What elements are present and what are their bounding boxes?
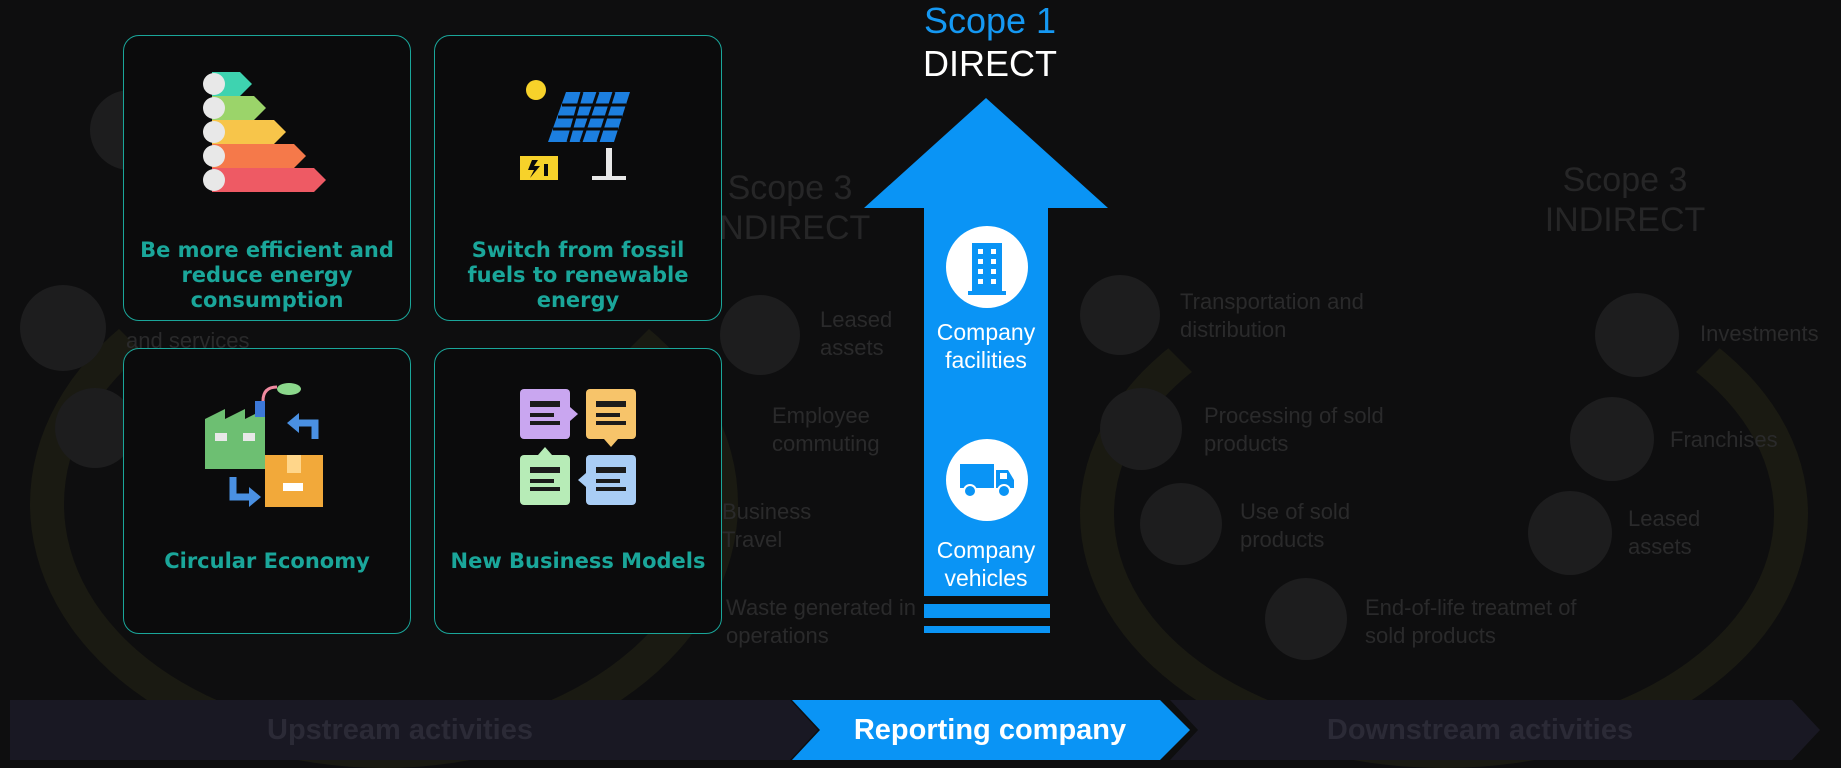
card-new-business-models[interactable]: New Business Models [434,348,722,634]
upstream-activities-label: Upstream activities [267,714,533,746]
card-label: Circular Economy [164,549,370,573]
scope1-title: Scope 1 DIRECT [900,0,1080,86]
bg-label-downstream: Transportation and distribution [1180,289,1364,342]
company-facilities-label: Company facilities [936,319,1036,373]
bottom-bar [10,700,1820,760]
downstream-activities-label: Downstream activities [1326,714,1634,746]
bg-label-downstream: Leased assets [1628,506,1701,559]
scope1-label: Scope 1 [923,0,1057,41]
bg-scope3-right-title: Scope 3 INDIRECT [1544,161,1706,239]
bg-icon-circle [1528,491,1612,575]
bg-label-downstream: Use of sold products [1240,499,1351,552]
card-circular-economy[interactable]: Circular Economy [123,348,411,634]
solar-panel-icon [518,78,638,193]
circular-factory-icon [203,383,331,516]
reporting-company-label: Reporting company [853,714,1127,746]
company-vehicles-label: Company vehicles [936,537,1036,591]
bg-label-downstream: End-of-life treatmet of sold products [1365,595,1577,648]
card-label: Switch from fossil fuels to renewable en… [467,238,689,312]
bg-label-upstream: Employee commuting [772,403,880,456]
scope1-arrow [864,98,1108,633]
bg-icon-circle [55,388,135,468]
card-label: New Business Models [450,549,706,573]
card-label: Be more efficient and reduce energy cons… [140,238,394,312]
building-icon-circle [946,226,1028,308]
truck-icon-circle [946,439,1028,521]
bg-scope3-left-title: Scope 3 INDIRECT [709,169,871,247]
scope1-type: DIRECT [923,43,1057,84]
building-icon [968,243,1006,295]
bg-icon-circle [1080,275,1160,355]
bg-icon-circle [720,295,800,375]
truck-icon [960,464,1014,498]
bg-icon-circle [1100,388,1182,470]
card-energy-efficiency[interactable]: Be more efficient and reduce energy cons… [123,35,411,321]
bg-label-upstream: Leased assets [820,307,893,360]
bg-icon-circle [1570,397,1654,481]
bg-icon-circle [1140,483,1222,565]
bg-icon-circle [1595,293,1679,377]
bg-icon-circle [20,285,106,371]
bg-label-downstream: Investments [1700,321,1819,346]
business-model-icon [516,385,640,514]
bg-label-upstream: Business Travel [722,499,812,552]
bg-icon-circle [1265,578,1347,660]
bg-label-upstream: Waste generated in operations [726,595,916,648]
bg-label-downstream: Franchises [1670,427,1778,452]
energy-rating-icon [202,68,332,199]
bg-label-downstream: Processing of sold products [1204,403,1384,456]
card-renewable-energy[interactable]: Switch from fossil fuels to renewable en… [434,35,722,321]
